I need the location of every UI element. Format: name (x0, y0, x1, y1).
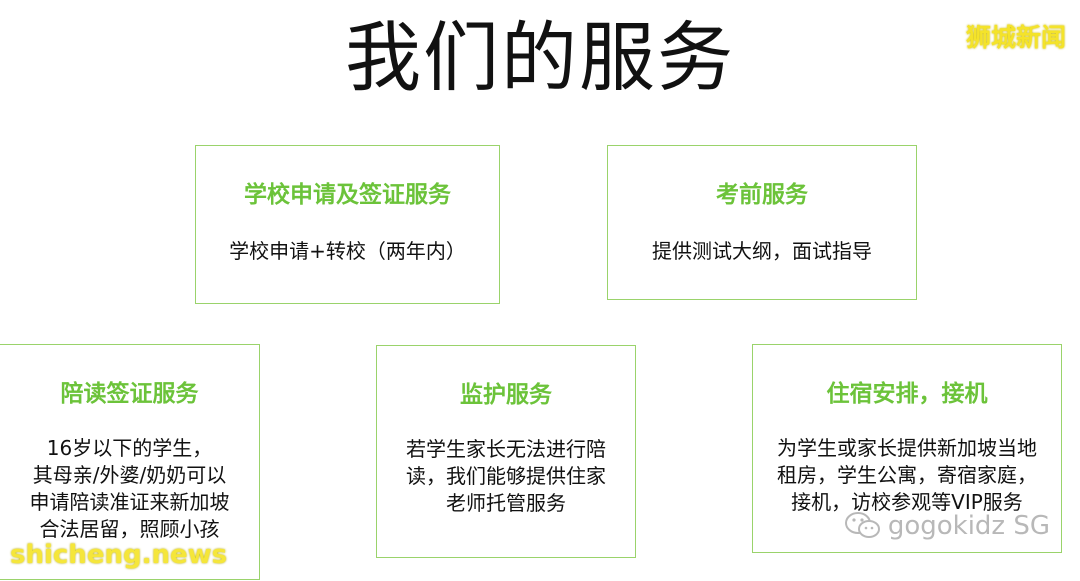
watermark-account: gogokidz SG (844, 510, 1050, 542)
description-line: 其母亲/外婆/奶奶可以 (32, 463, 227, 487)
description-line: 合法居留，照顾小孩 (39, 517, 220, 541)
description-line: 学校申请+转校（两年内） (229, 239, 466, 263)
service-title: 监护服务 (460, 382, 552, 408)
service-box-pre-exam: 考前服务 提供测试大纲，面试指导 (607, 145, 917, 300)
description-line: 为学生或家长提供新加坡当地 (777, 436, 1037, 460)
service-description: 学校申请+转校（两年内） (196, 238, 499, 265)
description-line: 租房，学生公寓，寄宿家庭， (777, 463, 1037, 487)
watermark-account-text: gogokidz SG (887, 511, 1050, 541)
watermark-site: shicheng.news (10, 540, 228, 570)
service-title: 陪读签证服务 (60, 381, 199, 407)
service-description: 提供测试大纲，面试指导 (608, 238, 916, 265)
description-line: 16岁以下的学生， (46, 436, 213, 460)
description-line: 读，我们能够提供住家 (406, 464, 606, 488)
description-line: 接机，访校参观等VIP服务 (791, 490, 1023, 514)
description-line: 申请陪读准证来新加坡 (29, 490, 230, 514)
service-description: 为学生或家长提供新加坡当地 租房，学生公寓，寄宿家庭， 接机，访校参观等VIP服… (753, 435, 1061, 516)
brand-logo-text: 狮城新闻 (965, 23, 1066, 52)
service-title: 住宿安排，接机 (826, 381, 988, 407)
description-line: 老师托管服务 (446, 491, 566, 515)
service-description: 16岁以下的学生， 其母亲/外婆/奶奶可以 申请陪读准证来新加坡 合法居留，照顾… (0, 435, 259, 543)
service-description: 若学生家长无法进行陪 读，我们能够提供住家 老师托管服务 (377, 436, 635, 517)
page-title: 我们的服务 (345, 13, 735, 102)
service-box-school-visa: 学校申请及签证服务 学校申请+转校（两年内） (195, 145, 500, 304)
service-box-accommodation: 住宿安排，接机 为学生或家长提供新加坡当地 租房，学生公寓，寄宿家庭， 接机，访… (752, 344, 1062, 553)
service-title: 学校申请及签证服务 (244, 182, 451, 208)
service-box-guardian-visa: 陪读签证服务 16岁以下的学生， 其母亲/外婆/奶奶可以 申请陪读准证来新加坡 … (0, 344, 260, 580)
service-box-guardianship: 监护服务 若学生家长无法进行陪 读，我们能够提供住家 老师托管服务 (376, 345, 636, 558)
description-line: 提供测试大纲，面试指导 (652, 239, 872, 263)
wechat-icon (844, 512, 880, 538)
description-line: 若学生家长无法进行陪 (406, 437, 606, 461)
service-title: 考前服务 (716, 182, 808, 208)
